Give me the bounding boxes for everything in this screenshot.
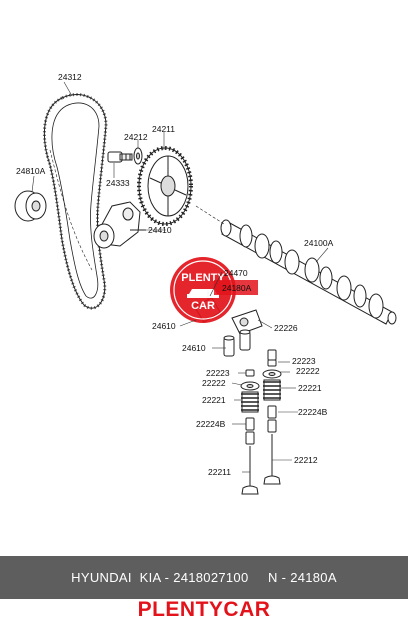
label-lash-adjuster-b: 24610 (182, 343, 206, 353)
label-camshaft: 24100A (304, 238, 334, 248)
label-spring-right: 22221 (298, 383, 322, 393)
label-valve-intake: 22211 (208, 467, 231, 477)
label-washer: 24212 (124, 132, 148, 142)
label-valve-exhaust: 22212 (294, 455, 318, 465)
label-cotter-right: 22223 (292, 356, 316, 366)
camshaft-sprocket (137, 146, 193, 226)
label-retainer-left: 22222 (202, 378, 226, 388)
label-highlight-part: 24180A (222, 283, 252, 293)
label-lash-adjuster-a: 24610 (152, 321, 176, 331)
label-rocker-arm: 22226 (274, 323, 298, 333)
washer (133, 147, 143, 165)
label-cotter-left: 22223 (206, 368, 230, 378)
label-sprocket: 24211 (152, 124, 175, 134)
label-timing-belt: 24312 (58, 72, 82, 82)
watermark-bottom-text: CAR (191, 300, 215, 312)
label-idler: 24810A (16, 166, 46, 176)
car-icon (187, 289, 219, 298)
camshaft (195, 205, 397, 325)
idler-pulley (14, 190, 47, 222)
label-tensioner: 24410 (148, 225, 172, 235)
timing-belt (42, 92, 108, 310)
valve-stack-exhaust (262, 349, 282, 485)
lash-adjuster (223, 329, 251, 357)
highlight-box (214, 280, 258, 295)
sprocket-bolt (107, 151, 133, 163)
label-rocker-shaft: 24470 (224, 268, 248, 278)
footer-caption-bar: HYUNDAI KIA - 2418027100 N - 24180A (0, 556, 408, 599)
footer-caption: HYUNDAI KIA - 2418027100 N - 24180A (71, 570, 337, 585)
label-spring-left: 22221 (202, 395, 226, 405)
label-bolt: 24333 (106, 178, 130, 188)
footer-brand: PLENTYCAR (137, 598, 271, 621)
valve-stack-intake (240, 369, 260, 495)
part-labels: 24312 24212 24211 24333 24810A 24410 241… (16, 72, 334, 477)
label-seal-right: 22224B (298, 407, 328, 417)
leader-lines (31, 81, 329, 473)
belt-tensioner (93, 201, 146, 249)
label-seal-left: 22224B (196, 419, 226, 429)
label-retainer-right: 22222 (296, 366, 320, 376)
parts-diagram: PLENTY CAR 24312 24212 24211 24333 24810… (14, 72, 397, 495)
